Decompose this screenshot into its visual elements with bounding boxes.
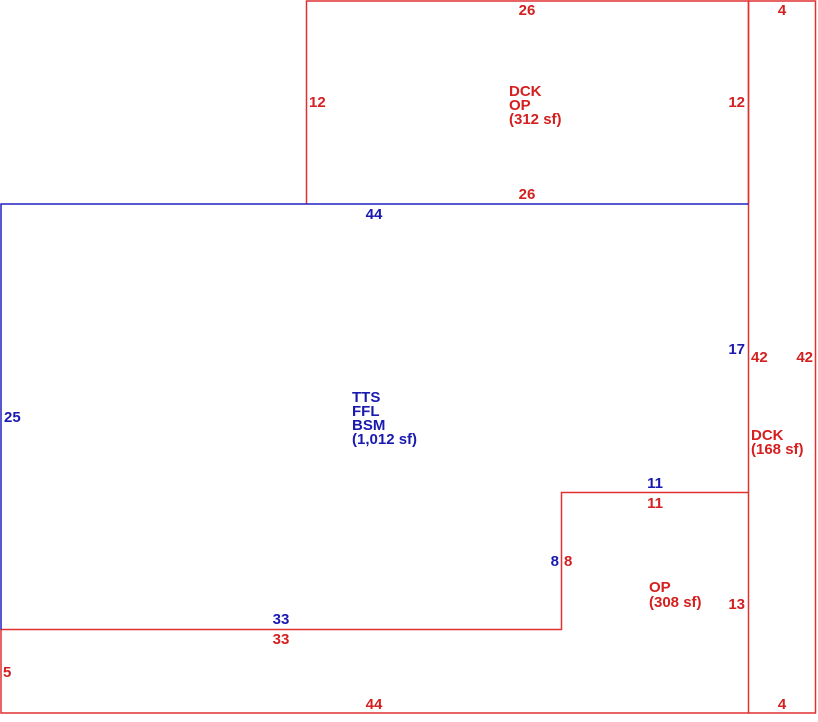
dim-main-top: 44 [366,206,383,223]
dim-deck-right-inner: 42 [751,349,768,366]
dim-deck-top-right: 12 [728,94,745,111]
dim-deck-top-top: 26 [519,2,536,19]
dim-deck-right-outer: 42 [796,349,813,366]
deck-top-area-size: (312 sf) [509,111,562,128]
deck-right-outline [747,0,817,714]
main-area-label: TTS FFL BSM (1,012 sf) [352,389,417,448]
main-area-code-tts: TTS [352,389,380,406]
deck-right-area-label: DCK (168 sf) [751,427,804,458]
deck-right-area-size: (168 sf) [751,441,804,458]
dim-main-step-side: 8 [551,553,559,570]
dim-porch-top: 33 [273,631,290,648]
porch-area-size: (308 sf) [649,594,702,611]
main-area-code-bsm: BSM [352,417,385,434]
porch-area-label: OP (308 sf) [649,579,702,611]
dim-main-right: 17 [728,341,745,358]
main-area-outline [0,203,749,630]
porch-code: OP [649,579,671,596]
dim-main-bottom: 33 [273,611,290,628]
deck-top-area-label: DCK OP (312 sf) [509,83,562,128]
dim-deck-top-left: 12 [309,94,326,111]
dim-porch-step-side: 8 [564,553,572,570]
dim-porch-step-top: 11 [647,495,663,512]
deck-right-code: DCK [751,427,784,444]
dim-porch-left: 5 [3,664,11,681]
porch-outline [0,491,749,714]
dim-porch-bottom: 44 [366,696,383,713]
dim-deck-right-top: 4 [778,2,787,19]
deck-top-code: DCK [509,83,542,100]
dim-deck-right-bottom: 4 [778,696,787,713]
main-area-code-ffl: FFL [352,403,379,420]
dim-porch-right: 13 [728,596,745,613]
deck-top-subcode: OP [509,97,531,114]
dim-deck-top-bottom: 26 [519,186,536,203]
dim-main-left: 25 [4,409,21,426]
dim-main-step-top: 11 [647,475,663,492]
main-area-size: (1,012 sf) [352,431,417,448]
